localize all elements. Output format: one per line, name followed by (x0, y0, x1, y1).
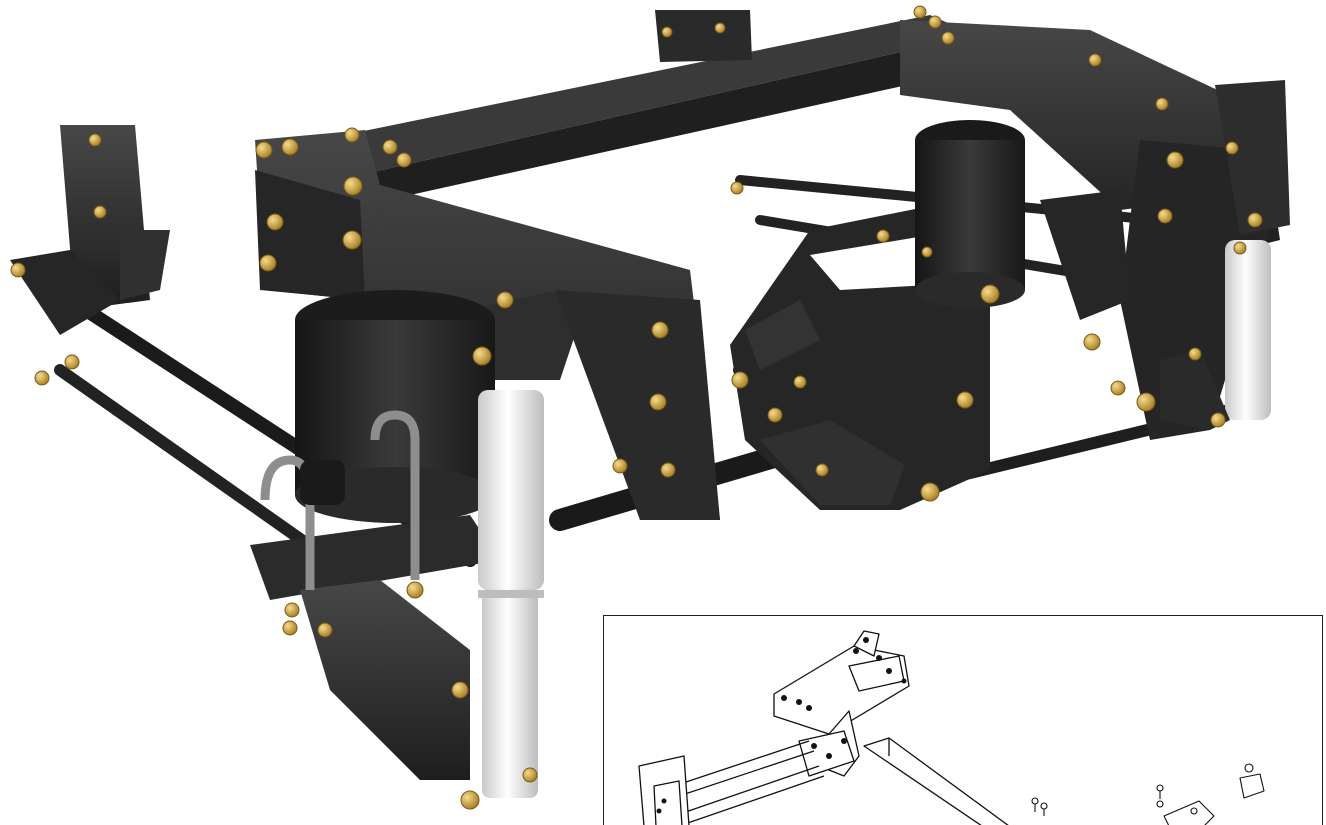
right-shock (1225, 240, 1271, 420)
right-air-bag (915, 120, 1025, 308)
right-frame-bracket (900, 20, 1290, 440)
top-crossmember (320, 10, 975, 205)
exploded-diagram-inset (603, 615, 1323, 825)
exploded-line-drawing (638, 630, 1265, 825)
hardware-bolts (10, 5, 1263, 810)
right-lower-hanger (1040, 190, 1230, 430)
left-axle-seat (250, 410, 500, 780)
left-front-hanger (10, 125, 170, 335)
left-air-bag (295, 290, 495, 523)
left-shock (478, 390, 544, 798)
